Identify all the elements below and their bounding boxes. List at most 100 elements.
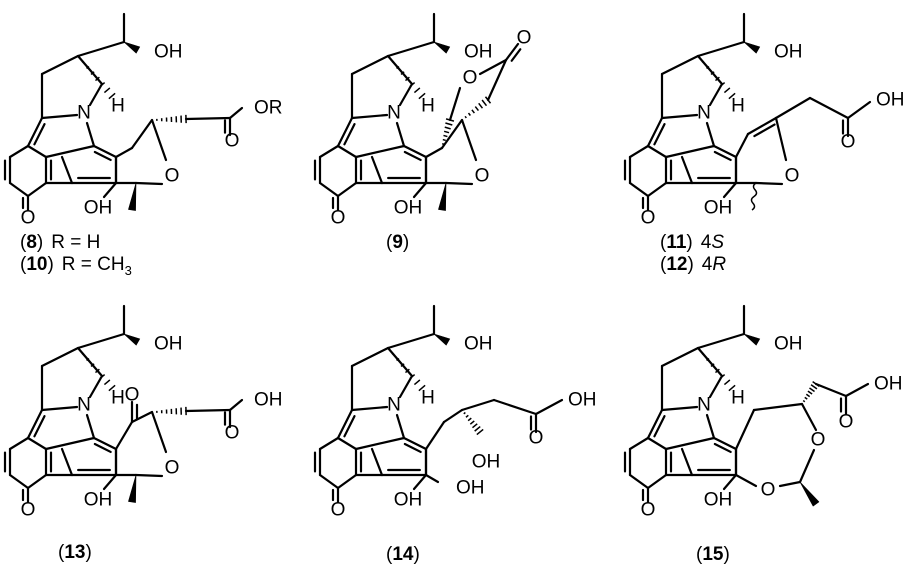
hash-line	[442, 138, 446, 142]
ring-bond	[354, 436, 406, 451]
phenol-bond	[722, 181, 738, 199]
hash-line	[697, 347, 699, 349]
hash-line	[400, 71, 405, 76]
compound-label: (11)4S	[660, 232, 724, 253]
hydroxyl-top: OH	[154, 334, 183, 355]
side-hash	[151, 406, 187, 416]
ketone-oxygen: O	[21, 500, 36, 521]
ring-bond	[660, 113, 699, 120]
hash-line	[810, 384, 818, 390]
pyran-bond	[130, 410, 154, 424]
pyran-bond	[114, 146, 134, 159]
hash-line	[81, 352, 85, 355]
pyrrolidine-bond	[88, 82, 104, 107]
ring-double-bond-inner	[713, 150, 732, 162]
ring-bond	[664, 436, 716, 451]
ring-double-bond-inner	[403, 150, 422, 162]
hash-line	[723, 87, 731, 94]
ring-bond	[8, 181, 30, 198]
methyl-wavy	[750, 182, 758, 211]
ring-bond	[85, 121, 96, 148]
chain-hash	[461, 409, 484, 436]
phenol-oh: OH	[394, 198, 423, 219]
phenol-bond	[102, 181, 118, 199]
hash-line	[463, 411, 466, 415]
ring-bond	[680, 155, 694, 185]
pyrrolidine-bond	[386, 346, 414, 378]
hash-line	[719, 82, 726, 88]
ring-bond	[26, 473, 48, 490]
ring-double-bond-inner	[33, 415, 46, 438]
hash-line	[481, 99, 488, 107]
ring-bond	[26, 436, 48, 451]
hash-line	[461, 119, 463, 121]
hash-line	[99, 82, 106, 88]
chain-bond	[460, 398, 496, 412]
ring-bond	[628, 473, 650, 490]
ring-bond	[628, 436, 650, 451]
side-chain-bond	[386, 40, 436, 58]
ring-bond	[8, 144, 30, 159]
ring-bond	[628, 144, 650, 159]
h-hash	[387, 55, 426, 100]
pyran-bond	[444, 181, 474, 186]
pyrrolidine-bond	[386, 54, 414, 86]
side-chain-bond	[76, 332, 126, 350]
ring-double-bond-inner	[343, 415, 356, 438]
pyran-bond	[460, 118, 478, 162]
ring-bond	[395, 121, 406, 148]
hash-line	[809, 387, 815, 393]
hash-line	[94, 76, 100, 82]
carbonyl-oxygen: O	[529, 428, 544, 449]
nitrogen-atom: N	[77, 395, 91, 416]
oxepane-bond	[734, 473, 758, 488]
acid-bond	[228, 106, 244, 120]
hash-line	[728, 92, 736, 100]
ring-bond	[318, 436, 340, 451]
hash-line	[413, 87, 421, 94]
chain-hydroxyl: OH	[472, 452, 501, 473]
pyrrolidine-bond	[350, 54, 390, 76]
side-chain-bond	[386, 332, 436, 350]
chain-bond	[442, 408, 464, 424]
oh-wedge	[123, 333, 141, 346]
side-chain-bond	[184, 116, 232, 121]
ring-bond	[336, 436, 358, 451]
nitrogen-atom: N	[387, 103, 401, 124]
hash-line	[441, 143, 445, 145]
hash-line	[81, 60, 85, 63]
ring-bond	[354, 144, 406, 159]
hash-line	[400, 363, 405, 368]
methyl-wedge	[799, 481, 820, 507]
phenol-bond	[722, 473, 738, 491]
oxepane-bond	[798, 448, 816, 484]
pyran-oxygen: O	[165, 458, 180, 479]
pyrrolidine-bond	[40, 54, 80, 76]
pyran-bond	[150, 118, 168, 162]
hash-line	[444, 126, 451, 130]
lactone-carbonyl	[504, 42, 520, 62]
side-hash	[151, 114, 187, 124]
h-hash	[697, 55, 736, 100]
lactone-oxygen: O	[463, 68, 478, 89]
hash-line	[86, 357, 90, 361]
ring-bond	[336, 181, 358, 198]
ring-bond	[26, 144, 48, 159]
pyran-bond	[114, 420, 134, 451]
acid-bond	[844, 382, 870, 398]
oh-wedge	[123, 41, 141, 54]
hash-line	[723, 379, 731, 386]
hash-line	[396, 357, 400, 361]
hash-line	[478, 102, 484, 109]
hash-line	[476, 428, 484, 436]
hydrogen-atom: H	[421, 388, 435, 409]
hash-line	[804, 396, 808, 400]
ring-bond	[60, 447, 74, 477]
oh-wedge	[433, 41, 451, 54]
ring-bond	[680, 447, 694, 477]
ring-bond	[705, 121, 716, 148]
ring-bond	[85, 413, 96, 440]
pyrrolidine-bond	[350, 346, 390, 368]
ring-bond	[646, 181, 668, 198]
